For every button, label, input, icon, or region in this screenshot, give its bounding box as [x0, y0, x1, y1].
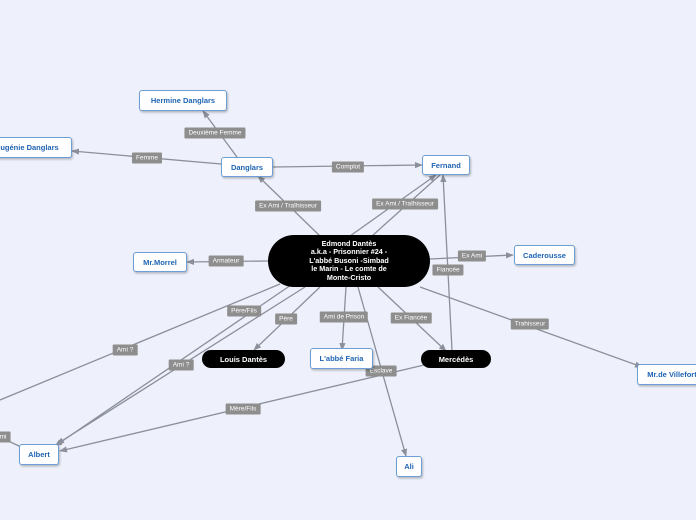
- edge-mercedes-fernand: [440, 174, 453, 351]
- edge-label-caderousse-ami: Ex Ami: [457, 250, 487, 262]
- edge-label-deuxieme-femme: Deuxième Femme: [184, 127, 246, 139]
- edge-label-ex-fiancee: Ex Fiancée: [390, 312, 432, 324]
- node-caderousse[interactable]: Caderousse: [514, 245, 575, 265]
- node-ali[interactable]: Ali: [396, 456, 422, 477]
- edge-label-ami-2: Ami ?: [168, 359, 194, 371]
- edge-label-fiancee: Fiancée: [432, 264, 464, 276]
- edge-label-danglars-traitre: Ex Ami / Traîhisseur: [255, 200, 321, 212]
- edge-label-trahisseur: Trahisseur: [510, 318, 550, 330]
- edge-label-fernand-traitre: Ex Ami / Traîhisseur: [372, 198, 438, 210]
- node-mr-morrel[interactable]: Mr.Morrel: [133, 252, 187, 272]
- edge-label-femme: Femme: [131, 152, 163, 164]
- node-eugenie-danglars[interactable]: Eugénie Danglars: [0, 137, 72, 158]
- edge-label-esclave: Esclave: [365, 365, 397, 377]
- node-mr-de-villefort[interactable]: Mr.de Villefort: [637, 364, 696, 385]
- edge-label-pere: Père: [275, 313, 297, 325]
- node-fernand[interactable]: Fernand: [422, 155, 470, 175]
- node-louis-dantes[interactable]: Louis Dantès: [202, 350, 285, 368]
- edge-label-ami-prison: Ami de Prison: [319, 311, 369, 323]
- node-edmond-dantes[interactable]: Edmond Dantès a.k.a - Prisonnier #24 - L…: [268, 235, 430, 287]
- edge-center-offleft: [0, 283, 281, 401]
- edge-label-armateur: Armateur: [208, 255, 244, 267]
- edge-label-pere-fils: Père/Fils: [227, 305, 261, 317]
- edge-label-ami-partial: mi: [0, 431, 11, 443]
- node-mercedes[interactable]: Mercédès: [421, 350, 491, 368]
- node-danglars[interactable]: Danglars: [221, 157, 273, 177]
- node-abbe-faria[interactable]: L'abbé Faria: [310, 348, 373, 369]
- edge-label-complot: Complot: [331, 161, 365, 173]
- edge-label-mere-fils: Mère/Fils: [225, 403, 261, 415]
- edge-label-ami-1: Ami ?: [112, 344, 138, 356]
- node-hermine-danglars[interactable]: Hermine Danglars: [139, 90, 227, 111]
- node-albert[interactable]: Albert: [19, 444, 59, 465]
